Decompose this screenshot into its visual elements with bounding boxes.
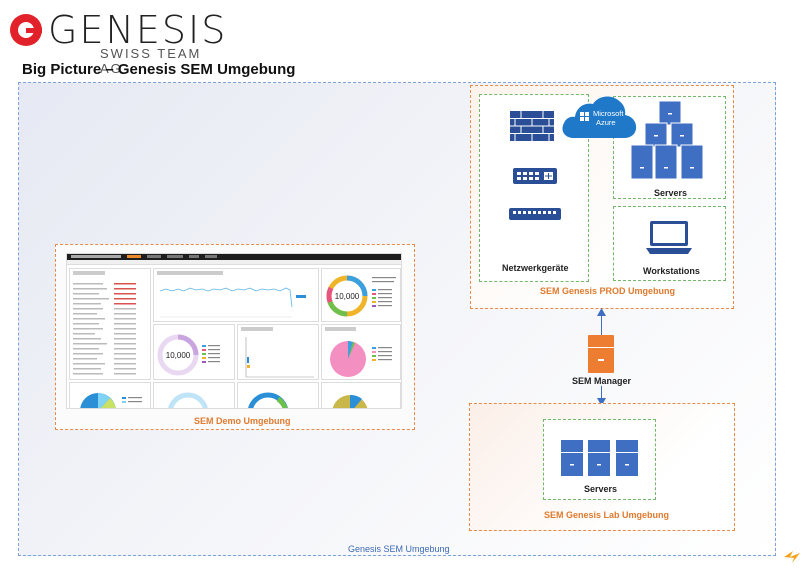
network-switch-icon <box>513 168 557 184</box>
laptop-icon <box>646 221 692 254</box>
genesis-sem-environment-label: Genesis SEM Umgebung <box>348 544 450 554</box>
sem-demo-environment-label: SEM Demo Umgebung <box>194 416 291 426</box>
manager-to-lab-connector <box>601 386 602 400</box>
page-title: Big Picture – Genesis SEM Umgebung <box>22 61 296 78</box>
genesis-logo: GENESIS SWISS TEAM AG <box>8 6 225 76</box>
sem-prod-environment-label: SEM Genesis PROD Umgebung <box>540 286 676 296</box>
sem-manager-label: SEM Manager <box>572 376 632 386</box>
dashboard-list-panel <box>69 268 151 380</box>
dashboard-pie-panel <box>321 324 401 380</box>
dashboard-donut-chart-mid: 10,000 <box>157 334 220 376</box>
server-cluster-icon <box>631 101 704 180</box>
dashboard-bottom-panel-2 <box>153 382 235 408</box>
dashboard-donut-chart-top: 10,000 <box>326 275 396 317</box>
dashboard-pie-chart <box>330 341 392 377</box>
router-icon <box>509 208 561 220</box>
dashboard-bar-chart-panel <box>237 324 319 380</box>
dashboard-donut-panel-mid: 10,000 <box>153 324 235 380</box>
dashboard-donut-panel-top: 10,000 <box>321 268 401 322</box>
prod-servers-label: Servers <box>654 188 688 198</box>
genesis-logo-icon <box>10 14 42 46</box>
logo-wordmark: GENESIS <box>48 8 228 52</box>
donut-value-top: 10,000 <box>335 292 360 301</box>
azure-line2: Azure <box>596 118 616 127</box>
dashboard-bottom-panel-1 <box>69 382 151 408</box>
dashboard-line-chart <box>159 287 306 318</box>
lab-servers-label: Servers <box>584 484 618 494</box>
network-devices-label: Netzwerkgeräte <box>502 263 569 273</box>
logo-subtitle: SWISS TEAM AG <box>100 46 202 76</box>
manager-to-prod-connector <box>601 312 602 336</box>
dashboard-screenshot: 10,000 10,000 <box>66 253 402 409</box>
lab-servers-icon <box>561 440 638 476</box>
corner-brand-icon <box>784 551 800 563</box>
arrow-down-icon <box>597 398 606 406</box>
azure-line1: Microsoft <box>593 109 624 118</box>
azure-cloud-icon: Microsoft Azure <box>562 96 637 138</box>
dashboard-topbar <box>67 254 401 260</box>
sem-manager-server-icon <box>588 335 614 373</box>
dashboard-bottom-panel-4 <box>321 382 401 408</box>
dashboard-list-rows <box>73 283 136 375</box>
dashboard-bar-chart <box>245 337 314 378</box>
dashboard-bottom-panel-3 <box>237 382 319 408</box>
arrow-up-icon <box>597 308 606 316</box>
workstations-label: Workstations <box>643 266 700 276</box>
firewall-icon <box>510 111 554 141</box>
donut-value-mid: 10,000 <box>166 351 191 360</box>
sem-lab-environment-label: SEM Genesis Lab Umgebung <box>544 510 670 520</box>
dashboard-line-chart-panel <box>153 268 319 322</box>
